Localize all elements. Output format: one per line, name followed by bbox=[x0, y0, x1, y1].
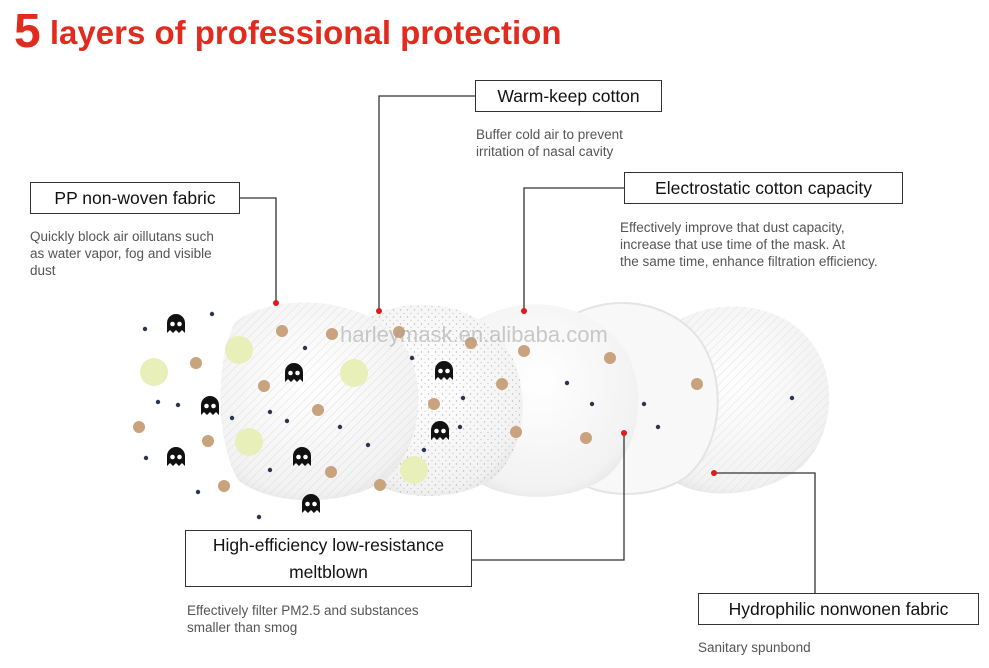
pollen-particles bbox=[140, 336, 428, 484]
leader-dots bbox=[273, 300, 717, 476]
leader-dot bbox=[273, 300, 279, 306]
layer-pp-nonwoven bbox=[220, 302, 419, 501]
germ-icon bbox=[293, 447, 311, 466]
leader-warm-keep bbox=[378, 95, 475, 311]
dust-particle bbox=[190, 357, 202, 369]
dust-particle bbox=[202, 435, 214, 447]
fine-particles bbox=[142, 311, 795, 520]
desc-hydrophilic-nonwonen-fabric: Sanitary spunbond bbox=[698, 640, 811, 655]
label-electrostatic-cotton-capacity: Electrostatic cotton capacity bbox=[624, 172, 903, 204]
fine-particle bbox=[641, 401, 647, 407]
germ-icon bbox=[435, 361, 453, 380]
fine-particle bbox=[256, 514, 262, 520]
fine-particle bbox=[460, 395, 466, 401]
leader-dot bbox=[521, 308, 527, 314]
pollen-particle bbox=[340, 359, 368, 387]
label-meltblown: High-efficiency low-resistance meltblown bbox=[185, 530, 472, 587]
fine-particle bbox=[229, 415, 235, 421]
fine-particle bbox=[421, 447, 427, 453]
watermark: harleymask.en.alibaba.com bbox=[340, 322, 608, 347]
germ-icon bbox=[431, 421, 449, 440]
germ-icon bbox=[285, 363, 303, 382]
fine-particle bbox=[267, 409, 273, 415]
fine-particle bbox=[155, 399, 161, 405]
leader-lines bbox=[240, 95, 816, 594]
germ-icon bbox=[201, 396, 219, 415]
fine-particle bbox=[209, 311, 215, 317]
leader-hydrophilic bbox=[714, 472, 816, 594]
dust-particle bbox=[518, 345, 530, 357]
pollen-particle bbox=[140, 358, 168, 386]
pollen-particle bbox=[225, 336, 253, 364]
germ-icon bbox=[167, 447, 185, 466]
dust-particle bbox=[496, 378, 508, 390]
fine-particle bbox=[175, 402, 181, 408]
desc-warm-keep-cotton: Buffer cold air to prevent irritation of… bbox=[476, 127, 623, 159]
fine-particle bbox=[589, 401, 595, 407]
desc-electrostatic-cotton-capacity: Effectively improve that dust capacity, … bbox=[620, 220, 878, 269]
dust-particle bbox=[325, 466, 337, 478]
desc-meltblown: Effectively filter PM2.5 and substances … bbox=[187, 603, 419, 635]
fine-particle bbox=[195, 489, 201, 495]
fine-particle bbox=[457, 424, 463, 430]
dust-particle bbox=[374, 479, 386, 491]
leader-pp-nonwoven bbox=[240, 197, 277, 303]
germ-icon bbox=[302, 494, 320, 513]
leader-dot bbox=[376, 308, 382, 314]
fine-particle bbox=[564, 380, 570, 386]
dust-particle bbox=[133, 421, 145, 433]
leader-meltblown bbox=[471, 433, 625, 561]
fine-particle bbox=[267, 467, 273, 473]
dust-particle bbox=[465, 337, 477, 349]
leader-dot bbox=[621, 430, 627, 436]
fine-particle bbox=[143, 455, 149, 461]
dust-particle bbox=[393, 326, 405, 338]
fine-particle bbox=[302, 345, 308, 351]
fine-particle bbox=[789, 395, 795, 401]
dust-particle bbox=[326, 328, 338, 340]
fine-particle bbox=[365, 442, 371, 448]
leader-dot bbox=[711, 470, 717, 476]
dust-particles bbox=[133, 325, 703, 492]
dust-particle bbox=[312, 404, 324, 416]
page-title: 5 layers of professional protection bbox=[14, 5, 562, 58]
fine-particle bbox=[142, 326, 148, 332]
leader-electrostatic bbox=[523, 187, 624, 311]
germ-icon bbox=[167, 314, 185, 333]
label-pp-non-woven-fabric: PP non-woven fabric bbox=[30, 182, 240, 214]
dust-particle bbox=[604, 352, 616, 364]
dust-particle bbox=[276, 325, 288, 337]
desc-pp-non-woven-fabric: Quickly block air oillutans such as wate… bbox=[30, 229, 214, 278]
dust-particle bbox=[510, 426, 522, 438]
dust-particle bbox=[691, 378, 703, 390]
dust-particle bbox=[218, 480, 230, 492]
fine-particle bbox=[337, 424, 343, 430]
germ-icons bbox=[167, 314, 453, 513]
fine-particle bbox=[284, 418, 290, 424]
fine-particle bbox=[409, 355, 415, 361]
fine-particle bbox=[655, 424, 661, 430]
dust-particle bbox=[258, 380, 270, 392]
dust-particle bbox=[428, 398, 440, 410]
label-hydrophilic-nonwonen-fabric: Hydrophilic nonwonen fabric bbox=[698, 593, 979, 625]
label-warm-keep-cotton: Warm-keep cotton bbox=[475, 80, 662, 112]
dust-particle bbox=[580, 432, 592, 444]
pollen-particle bbox=[235, 428, 263, 456]
pollen-particle bbox=[400, 456, 428, 484]
